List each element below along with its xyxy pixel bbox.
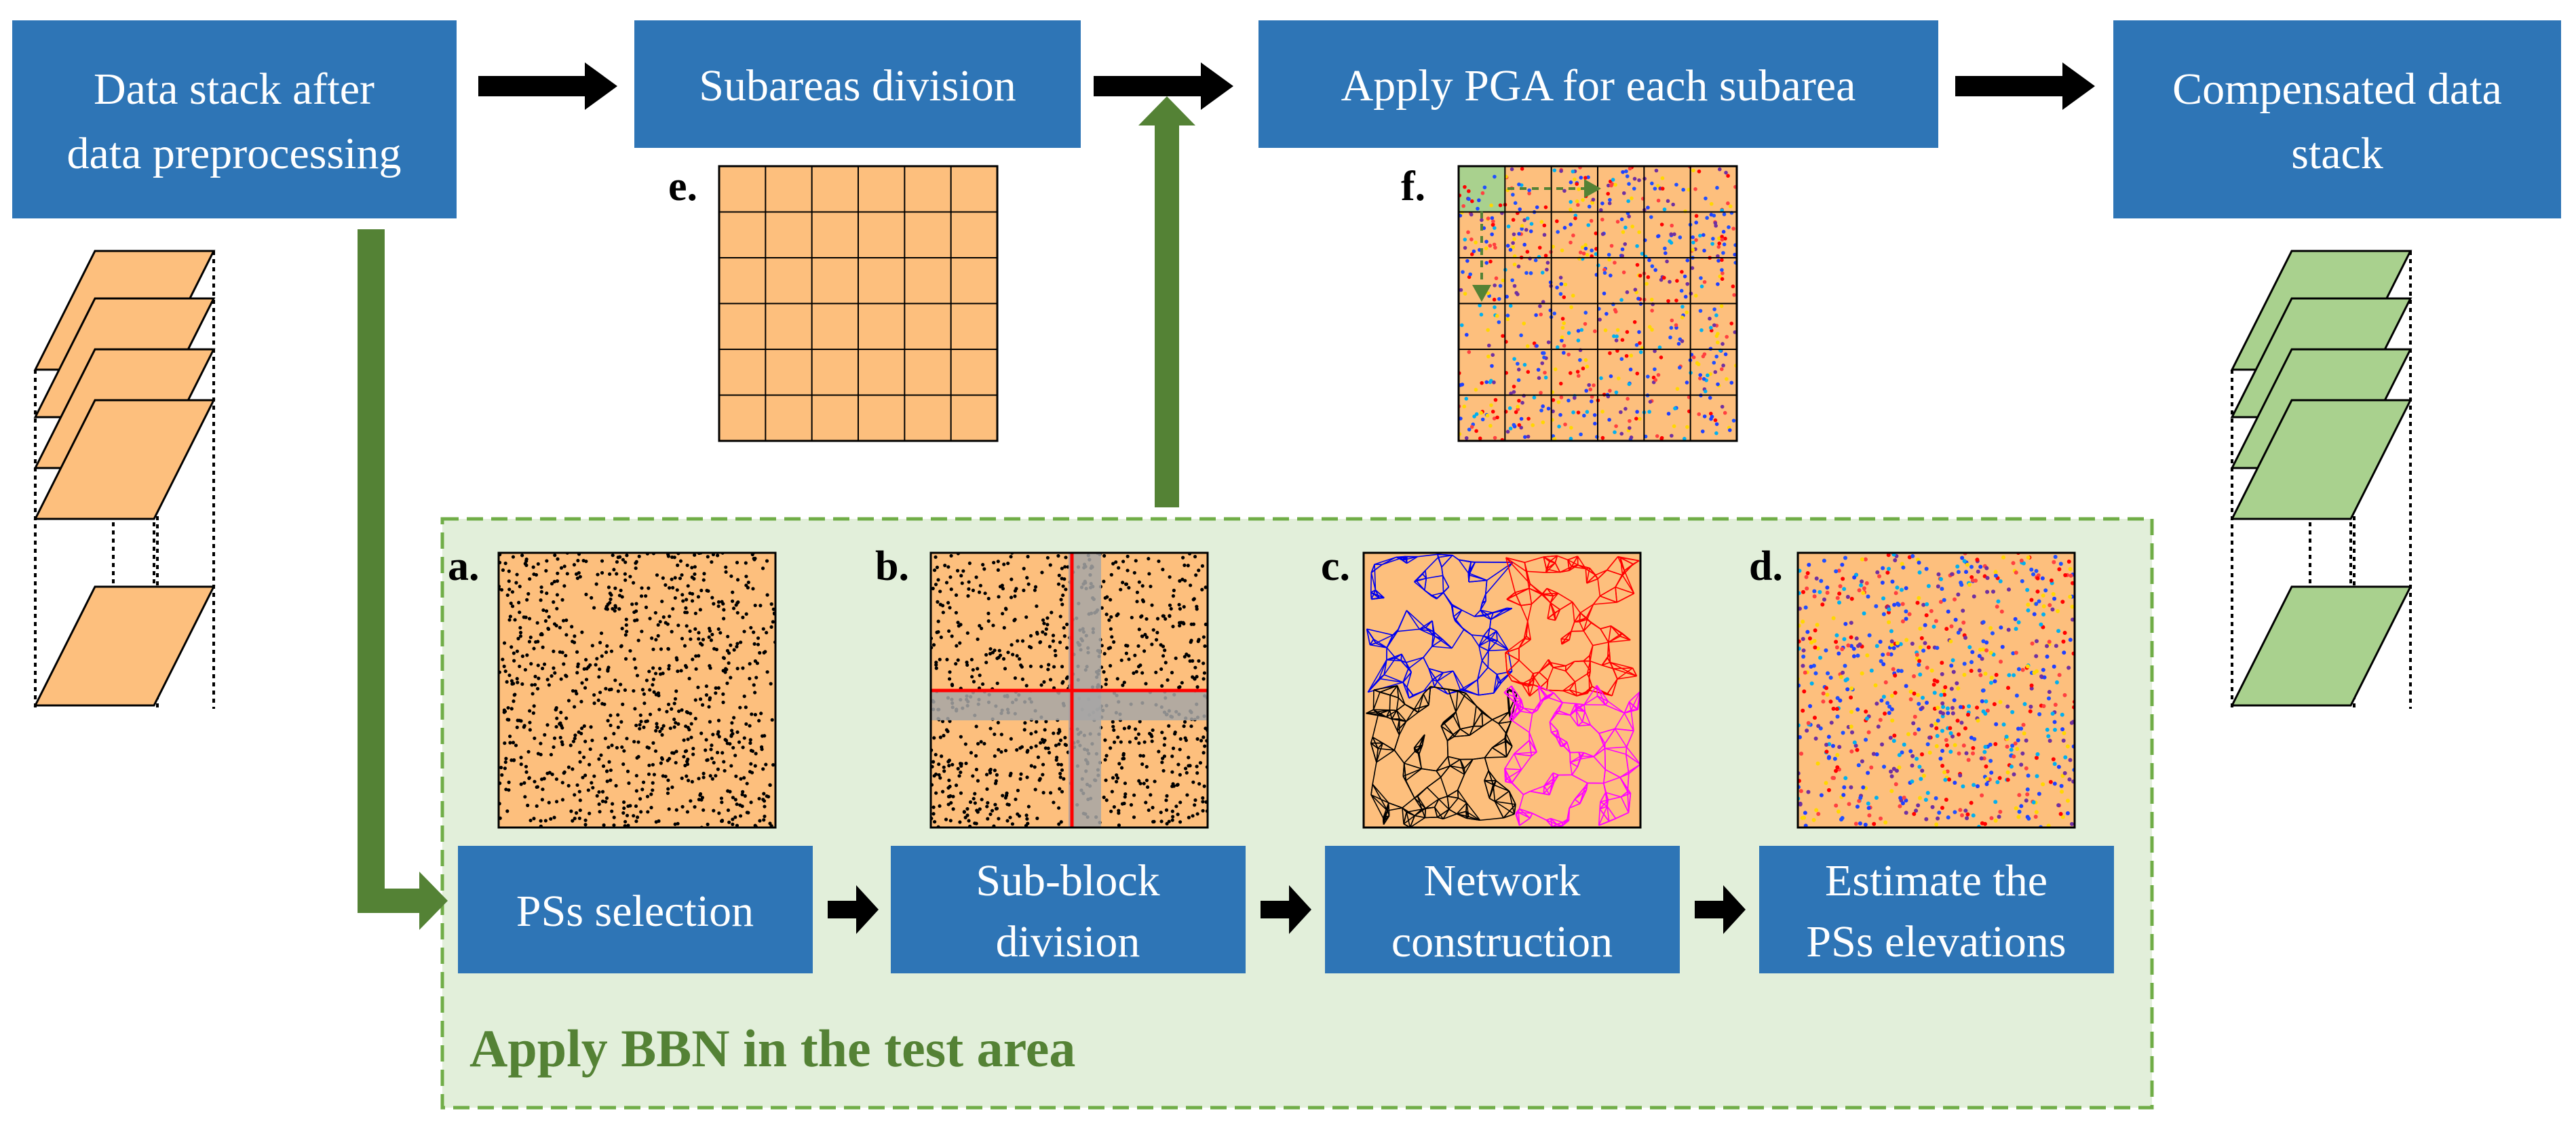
pga-active-cell bbox=[1459, 166, 1505, 212]
pga-grid-lines bbox=[1459, 166, 1737, 441]
panel-b-letter: b. bbox=[875, 543, 909, 589]
subareas-grid-lines bbox=[719, 166, 997, 441]
estimate-label-2: PSs elevations bbox=[1806, 917, 2066, 967]
arrow-2 bbox=[1094, 62, 1233, 110]
arrow-3 bbox=[1955, 62, 2095, 110]
bbn-arrow-2 bbox=[1261, 885, 1311, 934]
estimate-label-1: Estimate the bbox=[1825, 856, 2048, 906]
bbn-arrow-1 bbox=[828, 885, 879, 934]
arrow-1 bbox=[478, 62, 617, 110]
network-triangulation bbox=[1366, 553, 1640, 828]
compensated-stack-label-1: Compensated data bbox=[2172, 64, 2502, 114]
panel-d-letter: d. bbox=[1749, 543, 1783, 589]
panel-e-letter: e. bbox=[668, 163, 697, 210]
green-arrow-down-right bbox=[358, 229, 448, 930]
sub-block-division-box bbox=[891, 846, 1246, 973]
data-stack-label-2: data preprocessing bbox=[67, 129, 402, 178]
estimate-elevations-box bbox=[1759, 846, 2114, 973]
apply-pga-box bbox=[1258, 20, 1938, 148]
orange-layer-stack-icon bbox=[33, 250, 216, 709]
apply-pga-label: Apply PGA for each subarea bbox=[1341, 61, 1856, 111]
green-arrow-up bbox=[1138, 96, 1195, 507]
ps-points bbox=[499, 553, 775, 828]
elevation-colored-points bbox=[1798, 553, 2075, 828]
sub-block-label-2: division bbox=[996, 917, 1140, 967]
data-stack-box bbox=[12, 20, 457, 218]
subareas-division-label: Subareas division bbox=[699, 61, 1016, 111]
ps-selection-box bbox=[458, 846, 813, 973]
network-construction-box bbox=[1325, 846, 1680, 973]
bbn-arrow-3 bbox=[1695, 885, 1746, 934]
network-label-1: Network bbox=[1424, 856, 1581, 906]
ps-selection-panel bbox=[499, 553, 775, 828]
compensated-stack-label-2: stack bbox=[2291, 129, 2383, 178]
subareas-division-box bbox=[634, 20, 1081, 148]
elevation-panel bbox=[1798, 553, 2075, 828]
sub-block-label-1: Sub-block bbox=[976, 856, 1159, 906]
green-layer-stack-icon bbox=[2230, 250, 2412, 709]
panel-f-letter: f. bbox=[1401, 163, 1425, 210]
data-stack-label-1: Data stack after bbox=[94, 64, 374, 114]
compensated-stack-box bbox=[2113, 20, 2561, 218]
pga-colored-points bbox=[1459, 166, 1737, 441]
network-label-2: construction bbox=[1391, 917, 1613, 967]
pga-scan-arrows bbox=[1472, 179, 1601, 302]
panel-a-letter: a. bbox=[448, 543, 480, 589]
panel-c-letter: c. bbox=[1321, 543, 1350, 589]
ps-selection-label: PSs selection bbox=[516, 887, 754, 936]
bbn-title: Apply BBN in the test area bbox=[469, 1019, 1075, 1078]
